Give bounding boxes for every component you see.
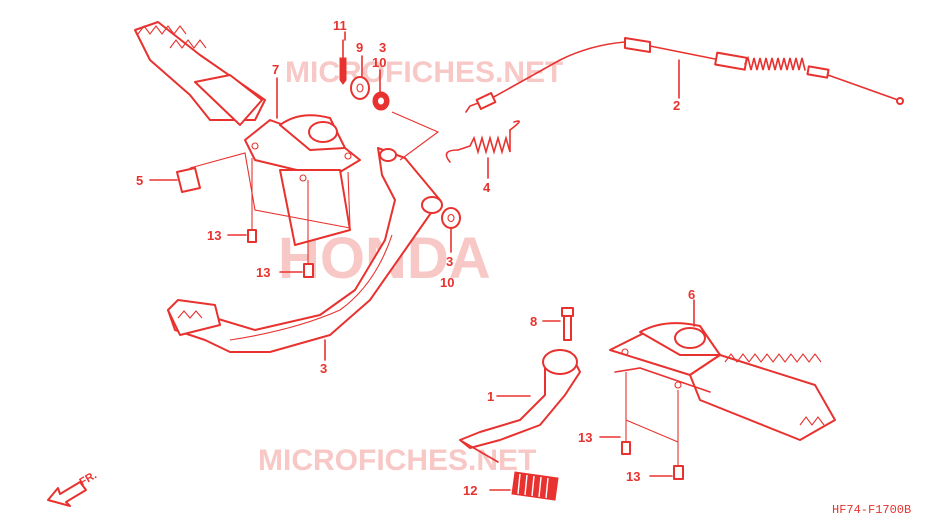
washer-part-10-top <box>372 91 390 111</box>
front-direction-label: FR. <box>78 469 99 488</box>
callout-3-top: 3 <box>379 40 386 55</box>
spring-part-4 <box>445 120 520 163</box>
callout-5: 5 <box>136 173 143 188</box>
callout-13-left-b: 13 <box>256 265 270 280</box>
callout-4: 4 <box>483 180 491 195</box>
callout-9: 9 <box>356 40 363 55</box>
callout-13-left-a: 13 <box>207 228 221 243</box>
bolt-part-13-left-b <box>279 180 314 278</box>
callout-11: 11 <box>333 18 347 33</box>
callout-8: 8 <box>530 314 537 329</box>
watermark-top: MICROFICHES.NET <box>285 56 563 89</box>
left-step-bar <box>134 21 361 246</box>
arm-part-1 <box>459 349 581 463</box>
callout-13-right-b: 13 <box>626 469 640 484</box>
front-arrow-icon <box>47 481 87 507</box>
callout-3-brake: 3 <box>320 361 327 376</box>
callout-3-mid: 3 <box>446 254 453 269</box>
grip-part-12 <box>489 471 559 501</box>
bolt-part-8 <box>542 307 574 341</box>
callout-13-right-a: 13 <box>578 430 592 445</box>
right-step-bar <box>609 299 836 441</box>
diagram-code: HF74-F1700B <box>832 503 911 517</box>
callout-6: 6 <box>688 287 695 302</box>
callout-7: 7 <box>272 62 279 77</box>
brake-pedal <box>167 147 443 353</box>
callout-12: 12 <box>463 483 477 498</box>
watermark-bottom: MICROFICHES.NET <box>258 444 536 477</box>
bolt-part-13-right-b <box>649 390 684 480</box>
nut-part-5 <box>149 167 201 193</box>
bolt-part-13-right-a <box>599 372 631 455</box>
callout-10-mid: 10 <box>440 275 454 290</box>
callout-10-top: 10 <box>372 55 386 70</box>
callout-1: 1 <box>487 389 494 404</box>
brake-cable-part-2 <box>465 37 904 113</box>
pin-part-11 <box>339 39 347 85</box>
callout-2: 2 <box>673 98 680 113</box>
bolt-part-13-left-a <box>227 158 257 243</box>
washer-part-3-mid <box>441 207 461 229</box>
washer-part-9 <box>350 76 370 100</box>
